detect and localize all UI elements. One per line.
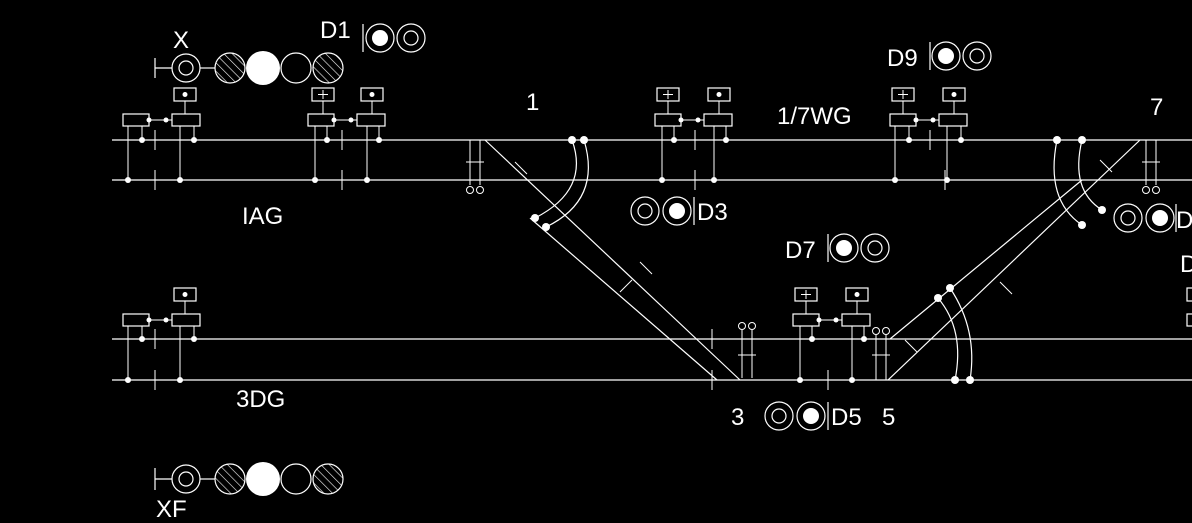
label-section-17wg: 1/7WG (777, 103, 852, 130)
signal-d5 (764, 401, 829, 431)
signal-x (154, 51, 344, 85)
signal-d9 (929, 41, 992, 71)
track-circuit-box (889, 87, 968, 183)
signal-d1 (362, 23, 426, 53)
label-d7: D7 (785, 237, 816, 264)
label-d5: D5 (831, 404, 862, 431)
label-switch-3: 3 (731, 404, 744, 431)
track-circuit-box (122, 87, 201, 183)
signal-right-edge (1113, 203, 1177, 233)
track-circuit-box (792, 287, 871, 383)
label-d-right-a: D (1176, 207, 1192, 234)
label-x: X (173, 27, 189, 54)
label-d-right-b: D (1180, 251, 1192, 278)
label-section-iag: IAG (242, 203, 283, 230)
crossover-5-7 (887, 136, 1141, 384)
track-circuit-box (654, 87, 733, 183)
signal-xf (154, 462, 344, 496)
insulated-joints (154, 130, 946, 390)
track-circuit-box (122, 287, 201, 383)
track-lower (112, 338, 1192, 381)
label-xf: XF (156, 496, 187, 523)
label-switch-1: 1 (526, 89, 539, 116)
fouling-markers (466, 140, 1160, 380)
label-switch-7: 7 (1150, 94, 1163, 121)
label-d3: D3 (697, 199, 728, 226)
track-upper (112, 139, 1192, 181)
label-d9: D9 (887, 45, 918, 72)
track-circuit-box (1186, 287, 1192, 327)
signal-d3 (630, 196, 695, 226)
label-section-3dg: 3DG (236, 386, 285, 413)
label-d1: D1 (320, 17, 351, 44)
crossover-1-3 (484, 136, 741, 381)
label-switch-5: 5 (882, 404, 895, 431)
track-circuit-box (307, 87, 386, 183)
signal-d7 (827, 233, 890, 263)
